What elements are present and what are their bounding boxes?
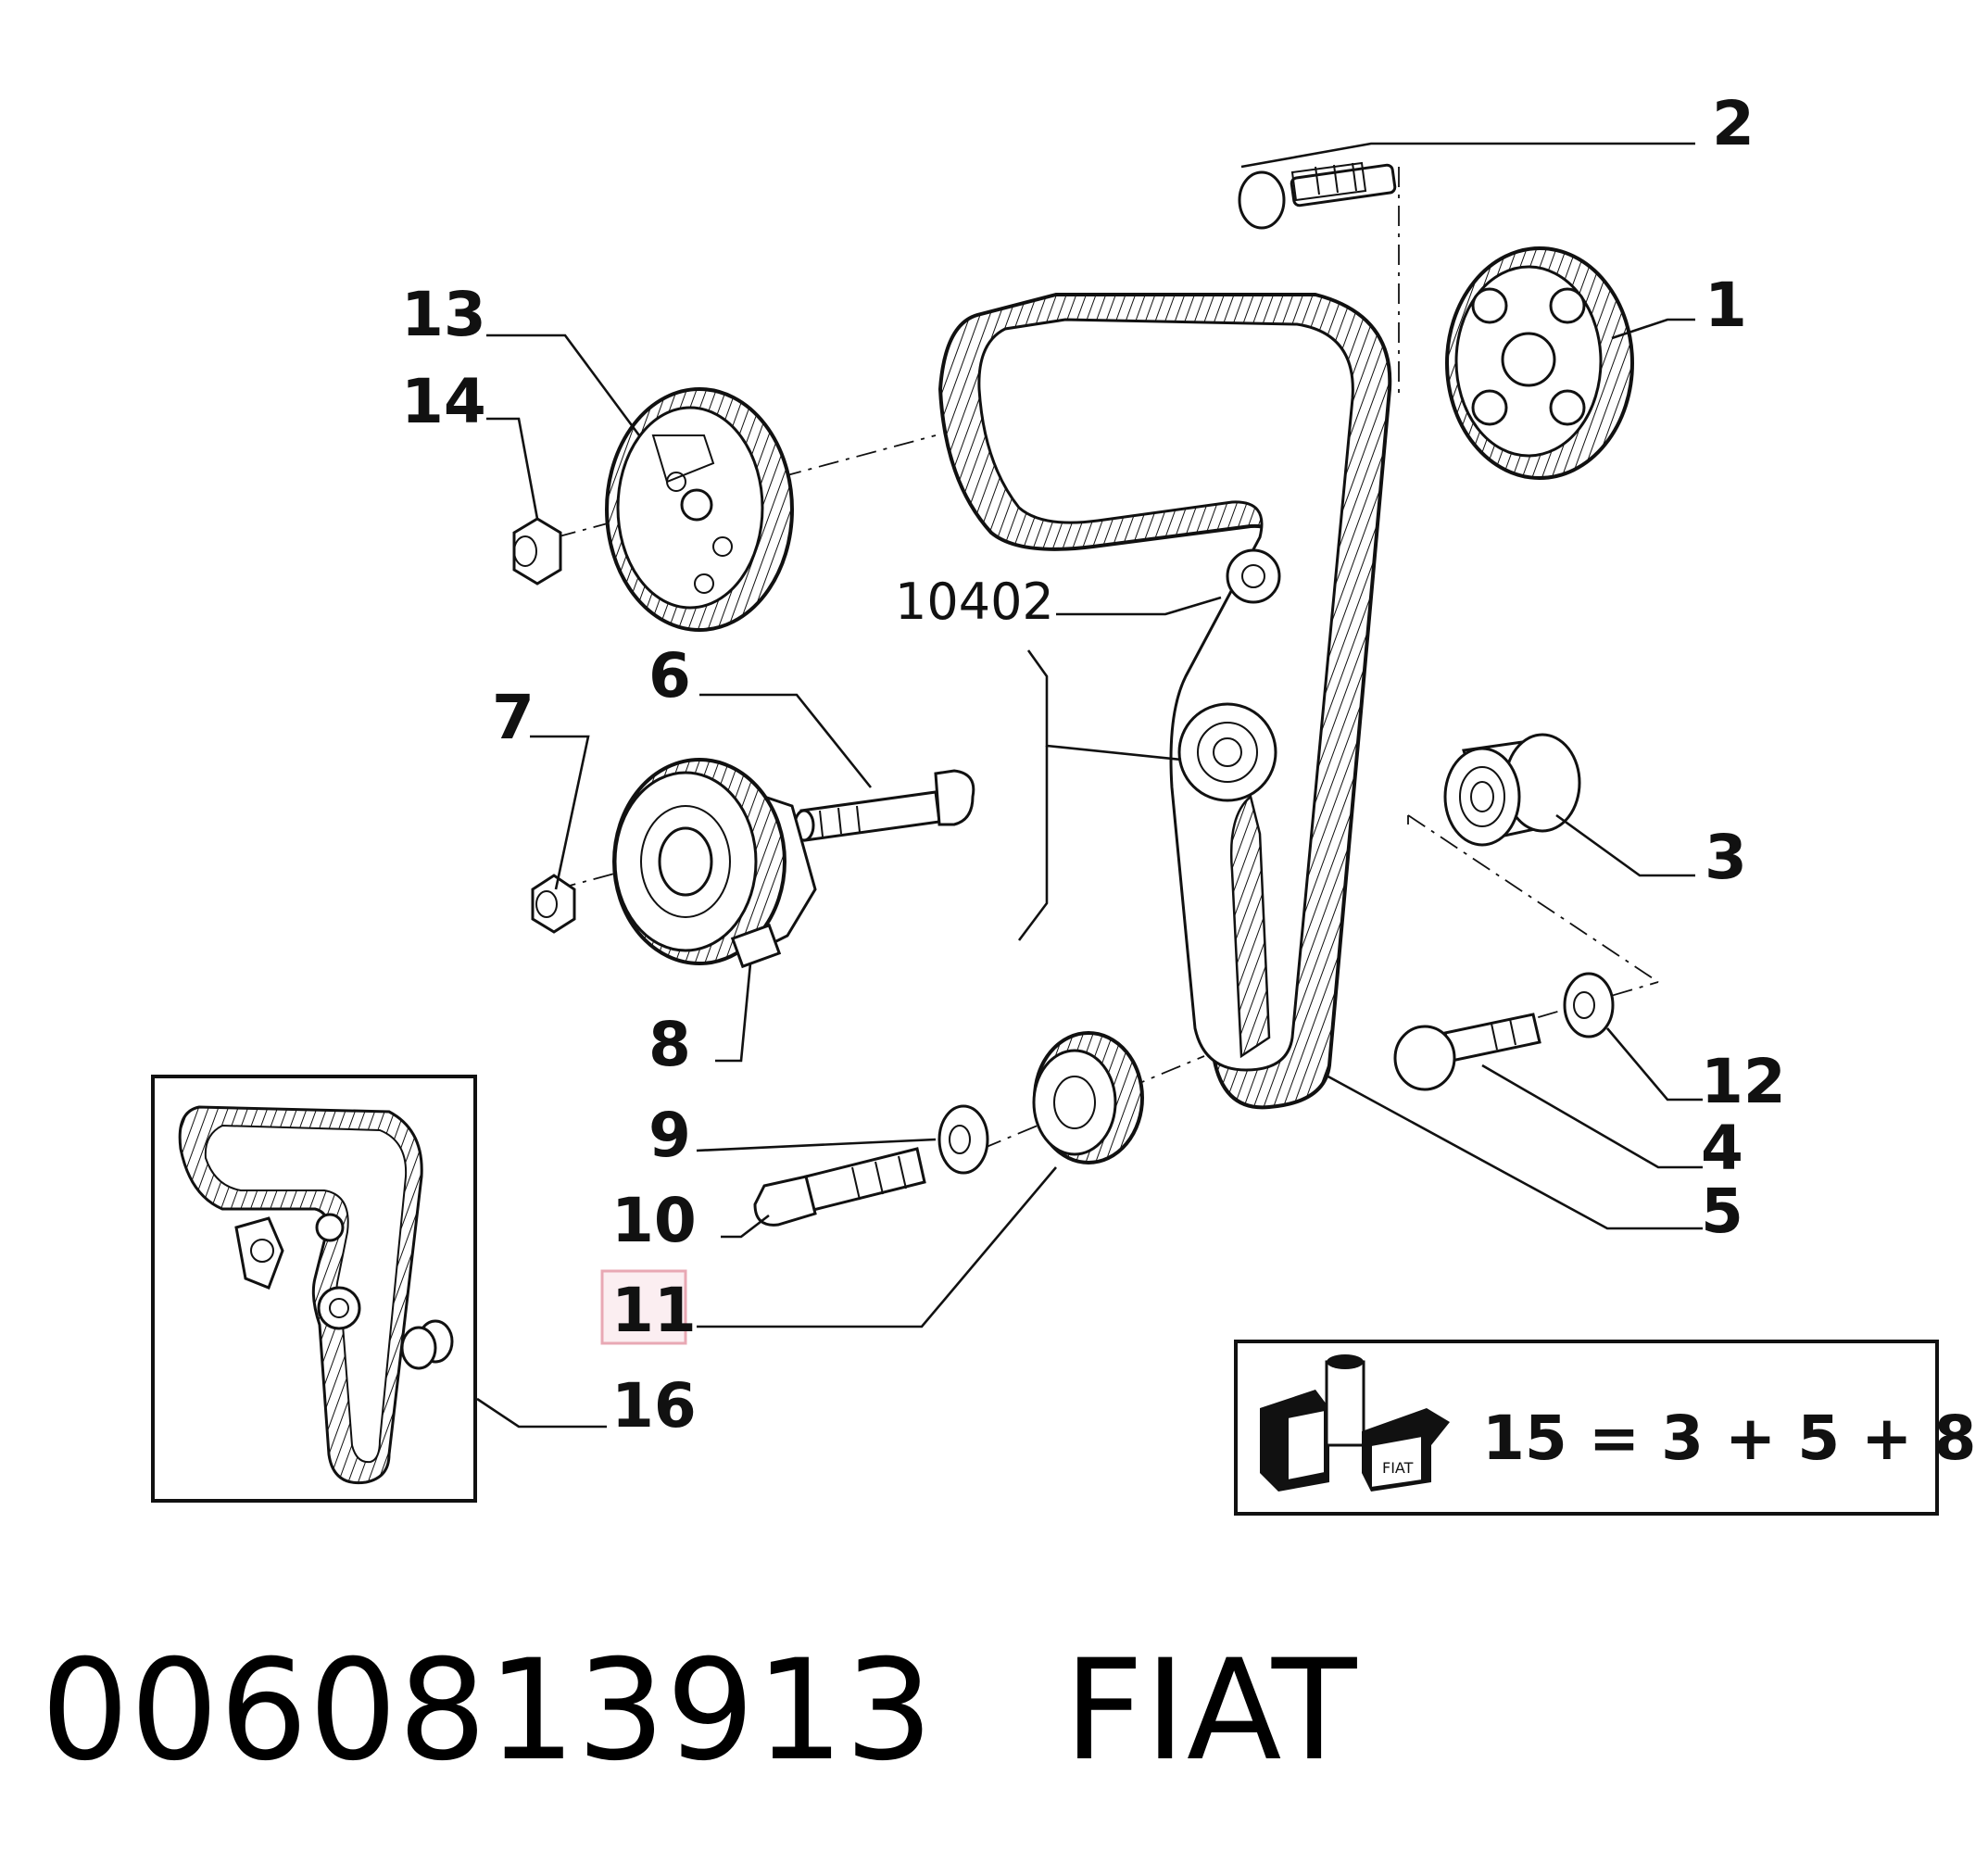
nut-14 [512,517,562,585]
bolt-10 [753,1147,926,1227]
callout-6: 6 [648,640,691,711]
kit-formula: 15 = 3 + 5 + 8 [1482,1403,1976,1474]
callout-8: 8 [648,1009,691,1080]
callout-labels: 2 1 13 14 6 7 8 10402 3 12 4 5 9 10 11 1… [401,88,1786,1441]
bolt-2 [1238,161,1397,230]
brand-name: FIAT [1063,1630,1358,1792]
callout-5: 5 [1701,1176,1743,1247]
camshaft-pulley-13 [605,387,794,632]
crankshaft-gear-11 [1032,1031,1144,1164]
kit-box-label: FIAT [1382,1459,1414,1477]
callout-12: 12 [1701,1046,1786,1117]
camshaft-pulley-1 [1445,246,1634,480]
reference-code: 10402 [895,573,1054,631]
kit-package-icon: FIAT [1260,1354,1450,1492]
timing-belt [937,293,1392,1110]
washer-12 [1563,972,1615,1038]
nut-7 [531,874,576,934]
washer-9 [937,1104,989,1175]
callout-14: 14 [401,366,486,437]
callout-9: 9 [648,1100,691,1171]
callout-10: 10 [611,1185,697,1256]
callout-11-highlight [600,1269,687,1345]
callout-7: 7 [492,682,535,753]
idler-roller-3 [1443,733,1581,847]
callout-16: 16 [611,1370,697,1441]
callout-11: 11 [611,1275,697,1346]
callout-4: 4 [1701,1113,1743,1184]
callout-1: 1 [1705,270,1747,341]
leader-lines [476,142,1703,1429]
callout-13: 13 [401,279,486,350]
callout-3: 3 [1705,822,1747,893]
callout-2: 2 [1712,88,1755,159]
part-number: 0060813913 [41,1630,935,1792]
kit-box: FIAT 15 = 3 + 5 + 8 [1234,1340,1976,1516]
bolt-4 [1393,1013,1541,1091]
inset-detail-16 [151,1075,477,1503]
bolt-6 [793,769,975,842]
part-number-footer: 0060813913 FIAT [41,1630,1357,1792]
tensioner-pulley-8 [612,758,817,969]
